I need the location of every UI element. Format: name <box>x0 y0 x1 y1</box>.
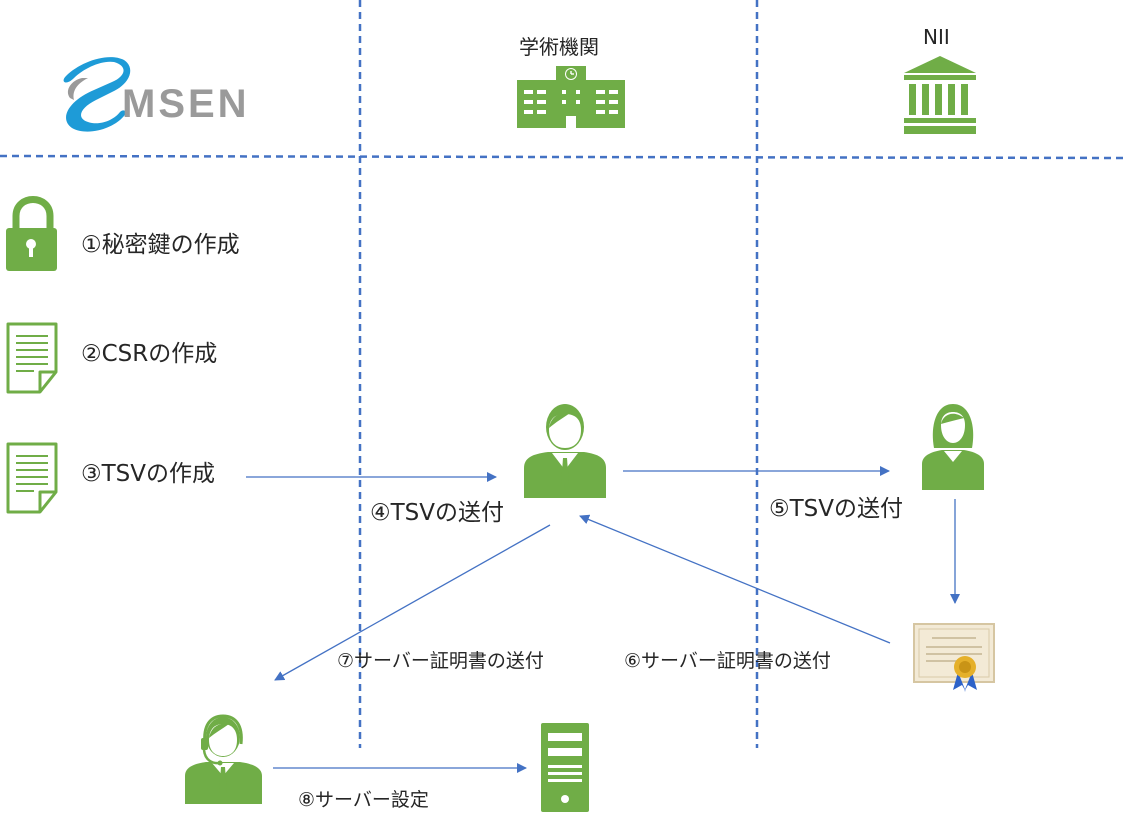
padlock-icon <box>6 196 57 271</box>
column-title-nii: NII <box>923 25 950 49</box>
step-4-label: ④TSVの送付 <box>370 500 505 526</box>
step-7-label: ⑦サーバー証明書の送付 <box>337 650 544 672</box>
step-2-label: ②CSRの作成 <box>81 341 218 367</box>
certificate-icon <box>913 623 995 692</box>
horizontal-divider <box>0 154 1126 160</box>
school-building-icon <box>517 66 625 128</box>
headset-operator-icon <box>185 714 262 804</box>
businessman-icon <box>524 404 606 498</box>
step-1-label: ①秘密鍵の作成 <box>81 232 240 258</box>
server-icon <box>541 723 589 812</box>
step-6-label: ⑥サーバー証明書の送付 <box>624 650 831 672</box>
step-8-label: ⑧サーバー設定 <box>298 789 429 811</box>
step-3-label: ③TSVの作成 <box>81 461 216 487</box>
document-icon-csr <box>6 322 58 394</box>
logo-text: MSEN <box>122 82 250 126</box>
businesswoman-icon <box>922 404 984 490</box>
arrow-admin-to-operator <box>274 524 551 681</box>
step-5-label: ⑤TSVの送付 <box>769 496 904 522</box>
bank-building-icon <box>904 56 976 134</box>
msen-logo-icon <box>63 57 131 132</box>
column-title-institution: 学術機関 <box>519 35 599 59</box>
document-icon-tsv <box>6 442 58 514</box>
arrow-certificate-to-admin <box>579 514 891 644</box>
